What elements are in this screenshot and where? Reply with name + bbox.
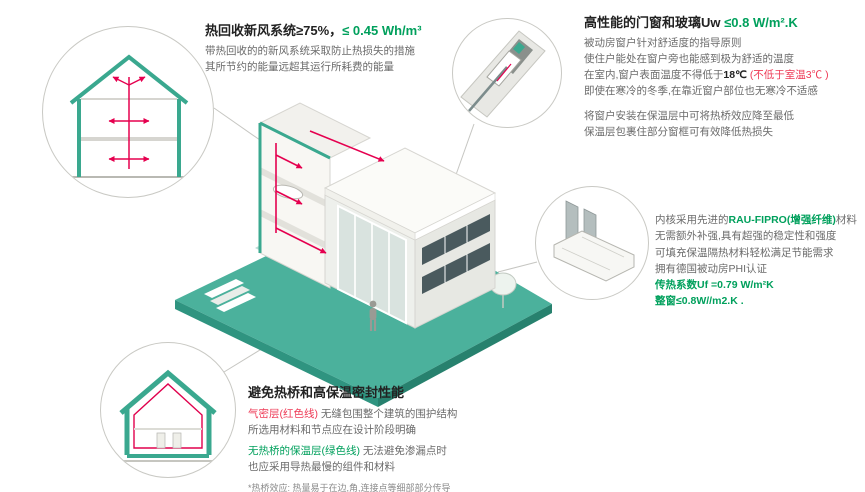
windows-title: 高性能的门窗和玻璃Uw ≤0.8 W/m².K xyxy=(584,14,860,32)
garden-steps xyxy=(204,279,256,312)
thermal-detail-circle xyxy=(100,342,236,478)
ventilation-title-black: 热回收新风系统≥75%， xyxy=(205,23,343,38)
ventilation-detail-circle xyxy=(42,26,214,198)
person-figure xyxy=(369,300,377,331)
insulation-layer-label: 无热桥的保温层(绿色线) xyxy=(248,445,360,458)
profile-body-line: 拥有德国被动房PHI认证 xyxy=(655,262,768,275)
windows-body-line: 在室内,窗户表面温度不得低于18℃ (不低于室温3℃ ) xyxy=(584,69,829,82)
thermal-title: 避免热桥和高保温密封性能 xyxy=(248,385,405,400)
right-wing xyxy=(323,147,497,329)
windows-body-line: 保温层包裹住部分窗框可有效降低热损失 xyxy=(584,125,773,138)
ventilation-body-line: 其所节约的能量远超其运行所耗费的能量 xyxy=(205,60,394,73)
profile-body-line: 无需额外补强,具有超强的稳定性和强度 xyxy=(655,230,837,243)
profile-text-block: 内核采用先进的RAU-FIPRO(增强纤维)材料 无需额外补强,具有超强的稳定性… xyxy=(655,212,863,310)
temperature-value: 18℃ xyxy=(723,69,750,82)
ventilation-body-line: 带热回收的的新风系统采取防止热损失的措施 xyxy=(205,44,415,57)
left-wing-cutaway xyxy=(258,102,372,289)
material-name: RAU-FIPRO(增强纤维) xyxy=(728,214,836,226)
window-detail-circle xyxy=(452,18,562,128)
windows-text-block: 高性能的门窗和玻璃Uw ≤0.8 W/m².K 被动房窗户针对舒适度的指导原则 … xyxy=(584,14,860,140)
ventilation-title-green: ≤ 0.45 Wh/m³ xyxy=(342,23,422,38)
thermal-body-line: 无热桥的保温层(绿色线) 无法避免渗漏点时 xyxy=(248,445,447,458)
windows-body-line: 被动房窗户针对舒适度的指导原则 xyxy=(584,36,742,49)
temperature-note-red: (不低于室温3℃ ) xyxy=(749,69,829,82)
thermal-body-line: 也应采用导热最慢的组件和材料 xyxy=(248,461,395,474)
windows-body-line: 即使在寒冷的冬季,在靠近窗户部位也无寒冷不适感 xyxy=(584,85,818,98)
thermal-text-block: 避免热桥和高保温密封性能 气密层(红色线) 无缝包围整个建筑的围护结构 所选用材… xyxy=(248,384,598,492)
uw-value: 整窗≤0.8W//m2.K . xyxy=(655,295,744,308)
windows-title-green: ≤0.8 W/m².K xyxy=(724,15,798,30)
thermal-section-illustration xyxy=(113,369,223,462)
profile-body-line: 内核采用先进的RAU-FIPRO(增强纤维)材料 xyxy=(655,214,857,226)
thermal-body-line: 气密层(红色线) 无缝包围整个建筑的围护结构 xyxy=(248,407,458,420)
thermal-body-line: 所选用材料和节点应在设计阶段明确 xyxy=(248,423,416,436)
profile-body-line: 可填充保温隔热材料轻松满足节能需求 xyxy=(655,246,834,259)
ventilation-text-block: 热回收新风系统≥75%，≤ 0.45 Wh/m³ 带热回收的的新风系统采取防止热… xyxy=(205,22,505,75)
windows-body-line: 使住户能处在窗户旁也能感到极为舒适的温度 xyxy=(584,52,794,65)
window-corner-illustration xyxy=(460,30,546,118)
window-profile-illustration xyxy=(553,200,635,282)
frame-profile-circle xyxy=(535,186,649,300)
ventilation-title: 热回收新风系统≥75%，≤ 0.45 Wh/m³ xyxy=(205,22,505,40)
ventilation-section-illustration xyxy=(63,54,195,178)
cutaway-house-illustration xyxy=(160,88,560,408)
thermal-footnote: *热桥效应: 热量易于在边,角,连接点等细部部分传导 xyxy=(248,482,451,492)
windows-title-black: 高性能的门窗和玻璃Uw xyxy=(584,15,725,30)
ventilation-ducts xyxy=(275,130,385,254)
airtight-layer-label: 气密层(红色线) xyxy=(248,407,318,420)
windows-body-line: 将窗户安装在保温层中可将热桥效应降至最低 xyxy=(584,109,794,122)
uf-value: 传热系数Uf =0.79 W/m²K xyxy=(655,279,774,292)
